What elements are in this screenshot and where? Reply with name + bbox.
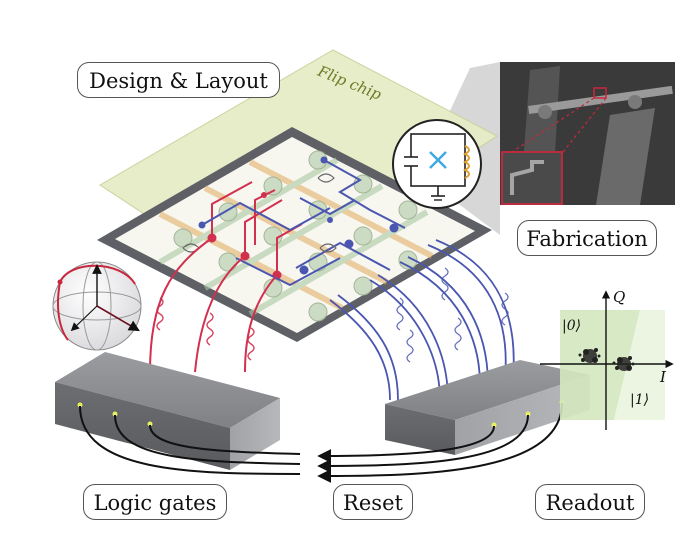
design-layout-label: Design & Layout (77, 62, 280, 98)
state-1-cluster (612, 356, 635, 371)
iq-plot: Q I |0⟩ |1⟩ (540, 288, 674, 430)
bloch-sphere-icon (52, 261, 142, 351)
drive-pulses (156, 297, 255, 361)
fabrication-label: Fabrication (517, 220, 657, 256)
readout-box (385, 360, 590, 455)
reset-label: Reset (333, 484, 413, 520)
drive-lines (149, 237, 278, 373)
state-1-label: |1⟩ (630, 392, 649, 408)
state-0-label: |0⟩ (562, 318, 581, 334)
fabrication-inset (420, 62, 675, 235)
readout-label: Readout (535, 484, 645, 520)
readout-pulses (396, 267, 509, 363)
axis-i-label: I (659, 368, 667, 386)
axis-q-label: Q (613, 288, 625, 306)
state-0-cluster (578, 348, 601, 363)
processor-chip (97, 127, 492, 342)
feedback-arrows (79, 402, 563, 483)
logic-gates-label: Logic gates (83, 484, 227, 520)
circuit-schematic-icon (392, 119, 482, 209)
